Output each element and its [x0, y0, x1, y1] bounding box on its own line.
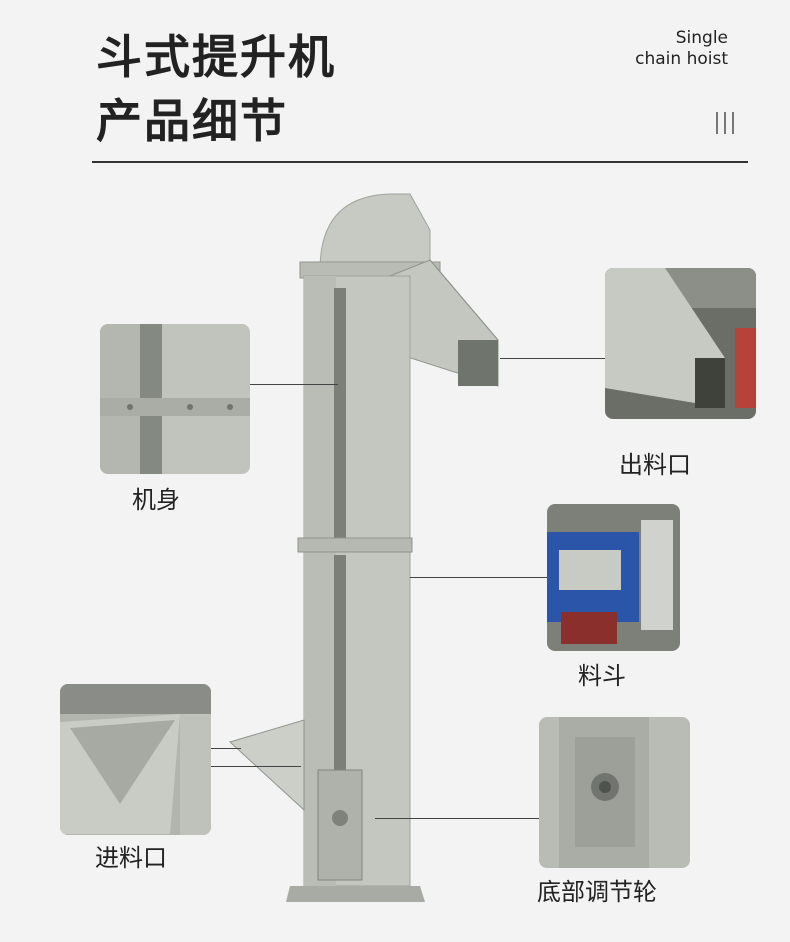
- label-bucket: 料斗: [578, 662, 626, 690]
- label-discharge-outlet: 出料口: [619, 451, 691, 479]
- leader-line-inlet-1: [211, 748, 241, 749]
- bucket-photo: [547, 504, 680, 651]
- english-subtitle-line-2: chain hoist: [635, 49, 728, 69]
- title-line-2: 产品细节: [96, 94, 288, 148]
- leader-line-inlet-2: [211, 766, 301, 767]
- english-subtitle-line-1: Single: [675, 28, 728, 48]
- header-divider: [92, 161, 748, 163]
- leader-line-body: [250, 384, 338, 385]
- label-machine-body: 机身: [132, 486, 180, 514]
- title-line-1: 斗式提升机: [96, 30, 336, 84]
- bottom-adjust-wheel-photo: [539, 717, 690, 868]
- feed-inlet-photo: [60, 684, 211, 835]
- bucket-elevator-illustration: [229, 193, 499, 902]
- machine-body-photo: [100, 324, 250, 474]
- leader-line-bucket: [410, 577, 547, 578]
- label-bottom-adjust-wheel: 底部调节轮: [537, 878, 657, 906]
- leader-line-outlet: [500, 358, 605, 359]
- triple-bar-icon: [716, 112, 738, 136]
- discharge-outlet-photo: [605, 268, 756, 419]
- leader-line-wheel: [375, 818, 539, 819]
- label-feed-inlet: 进料口: [95, 844, 167, 872]
